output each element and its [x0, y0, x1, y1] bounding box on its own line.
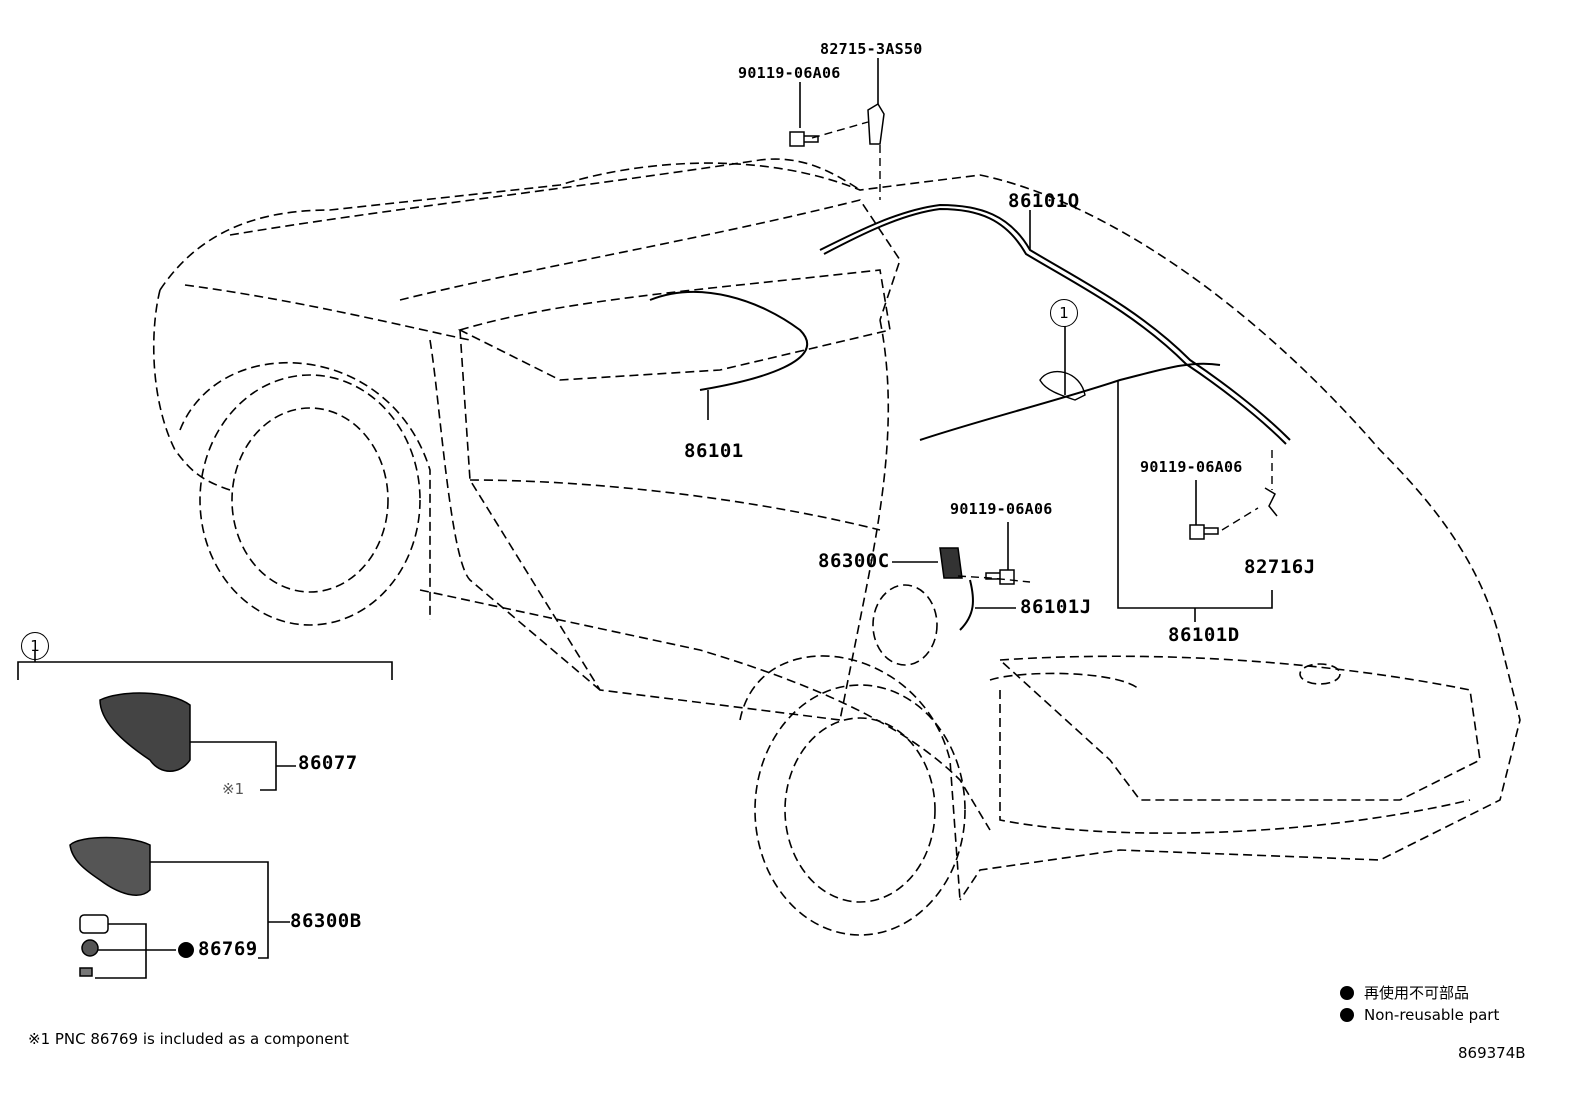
front-wheel: [199, 374, 421, 626]
nut-86769: [81, 939, 99, 957]
car-body-outline: [159, 162, 1521, 901]
floor-line: [469, 479, 881, 531]
bolt-90119-mid: [985, 569, 1015, 585]
label-86300b: 86300B: [290, 910, 362, 932]
label-90119-mid: 90119-06A06: [950, 500, 1053, 518]
legend-jp-text: 再使用不可部品: [1364, 984, 1470, 1002]
bolt-90119-top: [789, 131, 819, 147]
leader-86769: [95, 923, 176, 979]
label-86101d: 86101D: [1168, 624, 1240, 646]
legend-dot-icon: [1340, 986, 1354, 1000]
dashboard-line: [457, 269, 891, 381]
antenna-base-86300b: [69, 836, 151, 896]
car-rear-bumper: [999, 690, 1471, 834]
rear-wheel-inner: [784, 717, 936, 903]
label-86769: 86769: [198, 938, 258, 960]
non-reusable-dot-86769: [178, 942, 194, 958]
front-wheel-arch: [179, 362, 431, 620]
car-rear-lamp: [989, 672, 1141, 691]
diagram-id: 869374B: [1458, 1044, 1526, 1062]
label-86101j: 86101J: [1020, 596, 1092, 618]
car-roof-line: [229, 158, 861, 236]
rear-emblem: [1299, 663, 1341, 685]
legend-jp: 再使用不可部品: [1340, 982, 1469, 1003]
fuel-door: [872, 584, 938, 666]
screw-86769: [79, 967, 93, 977]
fin-antenna-86077: [99, 692, 191, 772]
car-door-line: [459, 329, 841, 721]
ref1-car-callout: 1: [1050, 299, 1078, 327]
car-side-sill: [419, 589, 991, 831]
label-86101q: 86101Q: [1008, 190, 1080, 212]
gasket-86769: [79, 914, 109, 934]
harness-86101: [649, 291, 809, 391]
legend-dot-icon: [1340, 1008, 1354, 1022]
clamp-82716j: [1264, 487, 1278, 517]
dashed-leader-right: [1221, 450, 1273, 531]
car-rear-side: [839, 319, 890, 721]
door-opening: [429, 339, 601, 691]
legend-en-text: Non-reusable part: [1364, 1006, 1500, 1024]
harness-86101q-inner: [823, 207, 1287, 445]
rear-wheel-arch: [739, 655, 961, 901]
leader-86077: [190, 741, 296, 791]
dashed-leader-top: [811, 121, 881, 200]
harness-86101q: [819, 203, 1291, 441]
label-86077: 86077: [298, 752, 358, 774]
harness-86101d: [919, 362, 1221, 441]
ref1-box-line: [17, 661, 393, 680]
clamp-82715: [867, 102, 885, 145]
bolt-90119-right: [1189, 524, 1219, 540]
ref1-box-callout: 1: [21, 632, 49, 660]
label-82715: 82715-3AS50: [820, 40, 923, 58]
car-front-bumper: [152, 289, 231, 491]
front-wheel-inner: [231, 407, 389, 593]
leader-86300b: [150, 861, 290, 959]
note-mark-1: ※1: [222, 780, 245, 798]
footnote: ※1 PNC 86769 is included as a component: [28, 1030, 349, 1048]
dashed-leader-mid: [957, 575, 1031, 583]
label-90119-top: 90119-06A06: [738, 64, 841, 82]
car-rear-hatch: [998, 655, 1481, 801]
label-90119-right: 90119-06A06: [1140, 458, 1243, 476]
car-windshield: [399, 199, 901, 321]
label-86300c: 86300C: [818, 550, 890, 572]
legend-en: Non-reusable part: [1340, 1006, 1499, 1024]
roof-antenna-ref: [1039, 370, 1086, 401]
antenna-86300c: [939, 547, 963, 579]
label-86101: 86101: [684, 440, 744, 462]
car-front-hood: [184, 284, 471, 341]
harness-86101j: [959, 579, 974, 631]
rear-wheel: [754, 684, 966, 936]
label-82716j: 82716J: [1244, 556, 1316, 578]
